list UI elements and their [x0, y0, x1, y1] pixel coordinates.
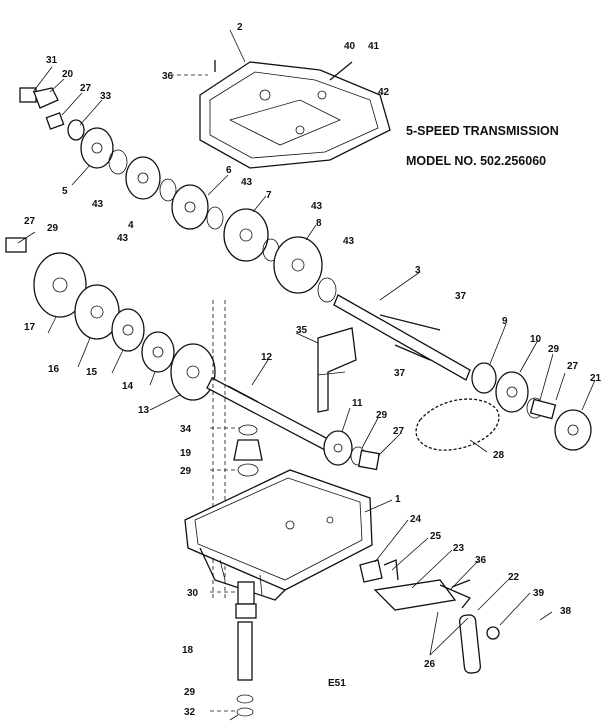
callout-21: 21: [590, 373, 602, 384]
callout-28: 28: [493, 450, 505, 461]
callout-31: 31: [46, 55, 58, 66]
countershaft: [206, 377, 331, 451]
main-shaft: [333, 294, 471, 381]
callout-10: 10: [530, 334, 542, 345]
diagram-title: 5-SPEED TRANSMISSION: [406, 124, 559, 138]
callout-16: 16: [48, 364, 60, 375]
callout-43: 43: [343, 236, 355, 247]
callout-20: 20: [62, 69, 74, 80]
figure-code: E51: [328, 678, 346, 689]
callout-2: 2: [237, 22, 243, 33]
output-parts: [471, 362, 592, 451]
callout-8: 8: [316, 218, 322, 229]
callout-33: 33: [100, 91, 112, 102]
callout-12: 12: [261, 352, 273, 363]
callout-5: 5: [62, 186, 68, 197]
leader-lines: [17, 29, 596, 721]
callout-38: 38: [560, 606, 572, 617]
callout-27: 27: [80, 83, 92, 94]
callout-40: 40: [344, 41, 356, 52]
callout-29: 29: [548, 344, 560, 355]
callout-18: 18: [182, 645, 194, 656]
callout-29: 29: [184, 687, 196, 698]
callout-17: 17: [24, 322, 36, 333]
callout-1: 1: [395, 494, 401, 505]
callout-7: 7: [266, 190, 272, 201]
callout-19: 19: [180, 448, 192, 459]
callout-34: 34: [180, 424, 192, 435]
callout-37: 37: [455, 291, 467, 302]
callout-36: 36: [162, 71, 174, 82]
model-number: MODEL NO. 502.256060: [406, 154, 546, 168]
shift-lever-assembly: [359, 559, 500, 674]
callout-4: 4: [128, 220, 134, 231]
callout-43: 43: [311, 201, 323, 212]
callout-35: 35: [296, 325, 308, 336]
callout-41: 41: [368, 41, 380, 52]
callout-32: 32: [184, 707, 196, 718]
callout-27: 27: [24, 216, 36, 227]
callout-36: 36: [475, 555, 487, 566]
callout-27: 27: [393, 426, 405, 437]
callout-labels: 31 20 27 33 5 43 4 43 6 43 7 43 8 43 2 3…: [24, 22, 602, 718]
callout-3: 3: [415, 265, 421, 276]
callout-29: 29: [376, 410, 388, 421]
callout-13: 13: [138, 405, 150, 416]
callout-29: 29: [47, 223, 59, 234]
callout-42: 42: [378, 87, 390, 98]
callout-43: 43: [241, 177, 253, 188]
callout-25: 25: [430, 531, 442, 542]
callout-11: 11: [352, 398, 363, 409]
callout-30: 30: [187, 588, 199, 599]
callout-23: 23: [453, 543, 465, 554]
callout-29: 29: [180, 466, 192, 477]
drive-chain: [415, 398, 500, 451]
pinion-parts: [233, 424, 263, 477]
small-sprocket-parts: [323, 430, 381, 471]
gear-stack: [108, 149, 337, 303]
shift-fork: [317, 327, 357, 413]
callout-26: 26: [424, 659, 436, 670]
callout-27: 27: [567, 361, 579, 372]
callout-9: 9: [502, 316, 508, 327]
callout-15: 15: [86, 367, 98, 378]
lower-shaft: [235, 581, 257, 717]
top-cover: [170, 60, 391, 169]
callout-37: 37: [394, 368, 406, 379]
callout-43: 43: [92, 199, 104, 210]
callout-39: 39: [533, 588, 545, 599]
callout-24: 24: [410, 514, 422, 525]
input-shaft-parts: [19, 87, 114, 169]
callout-43: 43: [117, 233, 129, 244]
left-gear-set: [5, 237, 216, 401]
callout-22: 22: [508, 572, 520, 583]
callout-6: 6: [226, 165, 232, 176]
callout-14: 14: [122, 381, 134, 392]
